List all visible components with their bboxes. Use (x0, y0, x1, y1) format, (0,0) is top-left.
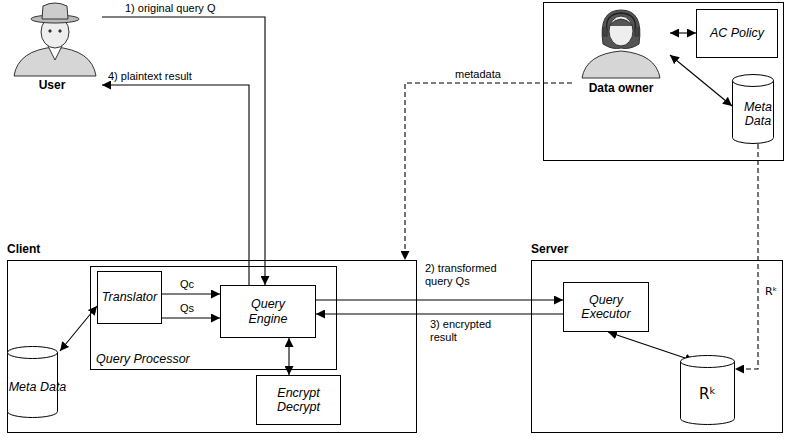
processor-group: Query Processor TranslatorQuery Engine (90, 266, 337, 370)
owner-region (544, 3, 784, 161)
database-cylinder: Meta Data (7, 346, 68, 418)
user-figure (14, 3, 96, 76)
edge-label: Qc (180, 278, 194, 291)
cylinder-top (733, 75, 774, 87)
flow-arrow (670, 32, 696, 33)
module-box: Encrypt Decrypt (256, 375, 341, 425)
flow-arrow (102, 85, 249, 285)
module-box: Translator (97, 271, 162, 324)
node-label: User (39, 79, 66, 93)
database-cylinder: Meta Data (732, 74, 784, 144)
node-label: Query Executor (564, 293, 648, 322)
node-label: Encrypt Decrypt (257, 386, 340, 415)
module-box: Query Engine (220, 285, 316, 338)
flow-arrow (608, 332, 694, 361)
actor-figure: Data owner (572, 3, 670, 96)
node-label: Rᵏ (699, 386, 716, 403)
dashed-flow (405, 83, 572, 260)
cylinder-body (681, 361, 735, 424)
flow-arrow (162, 317, 220, 318)
dashed-flow (735, 144, 758, 369)
node-label: Query Engine (243, 297, 293, 326)
flow-arrow (316, 313, 563, 314)
client-region: ClientQuery ProcessorTranslatorQuery Eng… (7, 260, 417, 433)
server-region: ServerQuery ExecutorRᵏ (531, 260, 783, 433)
cylinder-top (8, 347, 58, 359)
node-label: Meta Data (732, 100, 784, 129)
edge-label: Qs (180, 302, 194, 315)
edge-label: Rᵏ (765, 285, 777, 298)
node-label: Query Processor (96, 352, 190, 366)
policy-box: AC Policy (696, 9, 778, 58)
edge-label: 4) plaintext result (108, 70, 192, 83)
node-label: Client (7, 243, 40, 257)
flow-arrow (102, 17, 265, 285)
owner-figure (582, 10, 660, 78)
module-box: Query Executor (563, 282, 649, 332)
node-label: Data owner (589, 82, 654, 96)
database-cylinder: Rᵏ (680, 355, 735, 425)
cylinder-top (681, 356, 735, 368)
flow-arrow (670, 55, 732, 106)
node-label: Translator (102, 290, 157, 304)
edge-label: 2) transformed query Qs (425, 262, 525, 288)
node-label: AC Policy (710, 26, 764, 40)
edge-label: 1) original query Q (125, 2, 216, 15)
node-label: Meta Data (9, 380, 67, 394)
actor-figure: User (2, 0, 102, 93)
edge-label: 3) encrypted result (430, 318, 510, 344)
flow-arrow (60, 306, 97, 351)
edge-label: metadata (455, 68, 501, 81)
node-label: Server (531, 243, 568, 257)
flow-arrow (162, 293, 220, 294)
flow-arrow (316, 299, 563, 300)
